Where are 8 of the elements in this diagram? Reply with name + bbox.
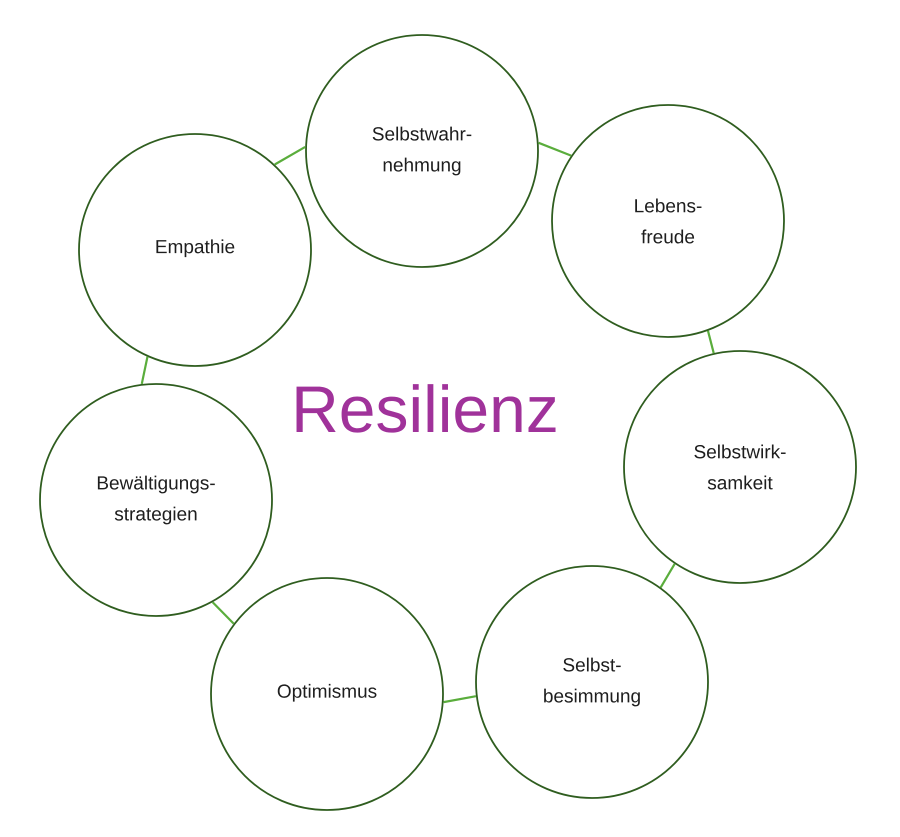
connector-line xyxy=(706,330,715,354)
connector-line xyxy=(212,601,234,624)
connector-line xyxy=(274,146,306,166)
title-text: Resilienz xyxy=(296,384,556,433)
connector-line xyxy=(443,695,476,704)
connector-line xyxy=(140,356,149,384)
connector-line xyxy=(660,563,676,588)
connector-line xyxy=(538,142,572,157)
